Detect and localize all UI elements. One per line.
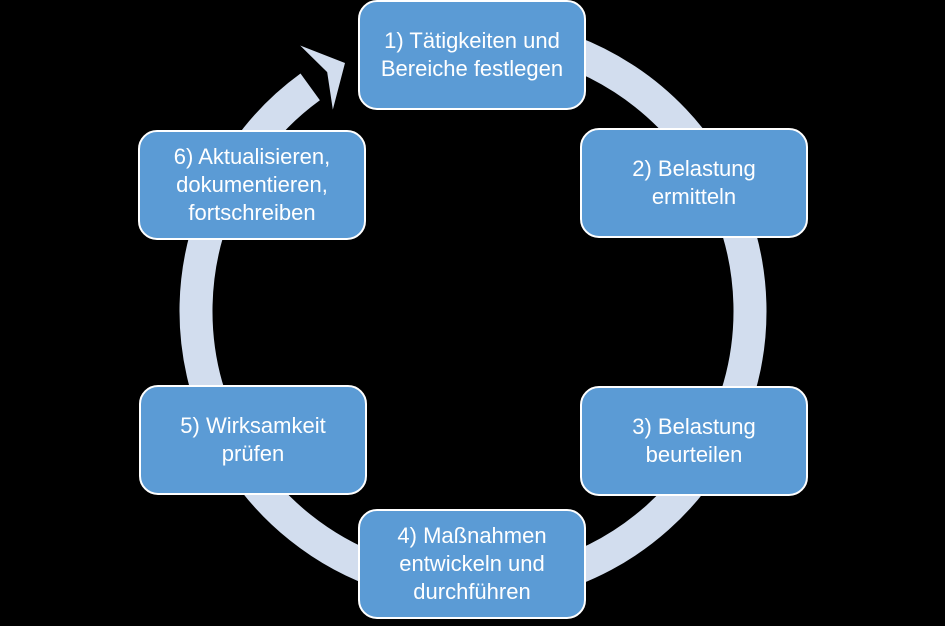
cycle-step-2: 2) Belastung ermitteln: [580, 128, 808, 238]
cycle-step-4: 4) Maßnahmen entwickeln und durchführen: [358, 509, 586, 619]
cycle-step-label: 2) Belastung ermitteln: [632, 155, 756, 209]
cycle-step-1: 1) Tätigkeiten und Bereiche festlegen: [358, 0, 586, 110]
cycle-step-label: 5) Wirksamkeit prüfen: [180, 412, 326, 466]
cycle-arrow-arc: [179, 20, 767, 605]
cycle-step-3: 3) Belastung beurteilen: [580, 386, 808, 496]
cycle-step-label: 4) Maßnahmen entwickeln und durchführen: [397, 522, 547, 605]
cycle-step-label: 6) Aktualisieren, dokumentieren, fortsch…: [173, 143, 331, 226]
cycle-step-6: 6) Aktualisieren, dokumentieren, fortsch…: [138, 130, 366, 240]
cycle-step-label: 1) Tätigkeiten und Bereiche festlegen: [380, 27, 564, 81]
cycle-step-label: 3) Belastung beurteilen: [632, 413, 756, 467]
cycle-step-5: 5) Wirksamkeit prüfen: [139, 385, 367, 495]
cycle-arrow-head-icon: [300, 45, 345, 110]
